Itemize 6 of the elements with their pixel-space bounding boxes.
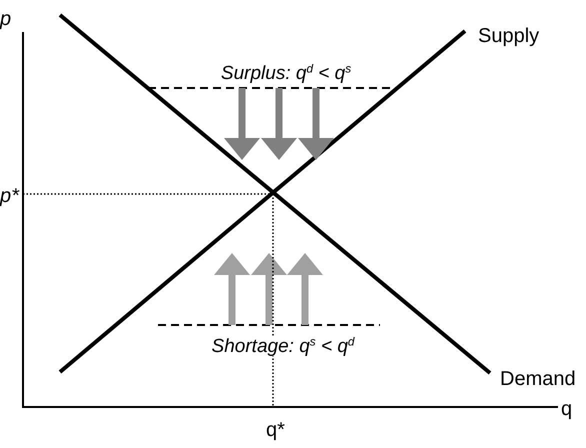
axis-label: q xyxy=(561,399,572,419)
annotation: Shortage: q$^{s}$ < q$^{d}$ xyxy=(212,337,354,356)
curve-label: Demand xyxy=(500,369,576,389)
tick-label: q* xyxy=(266,420,285,440)
annotation: Surplus: q$^{d}$ < q$^{s}$ xyxy=(220,64,352,83)
curve-label: Supply xyxy=(478,26,540,46)
